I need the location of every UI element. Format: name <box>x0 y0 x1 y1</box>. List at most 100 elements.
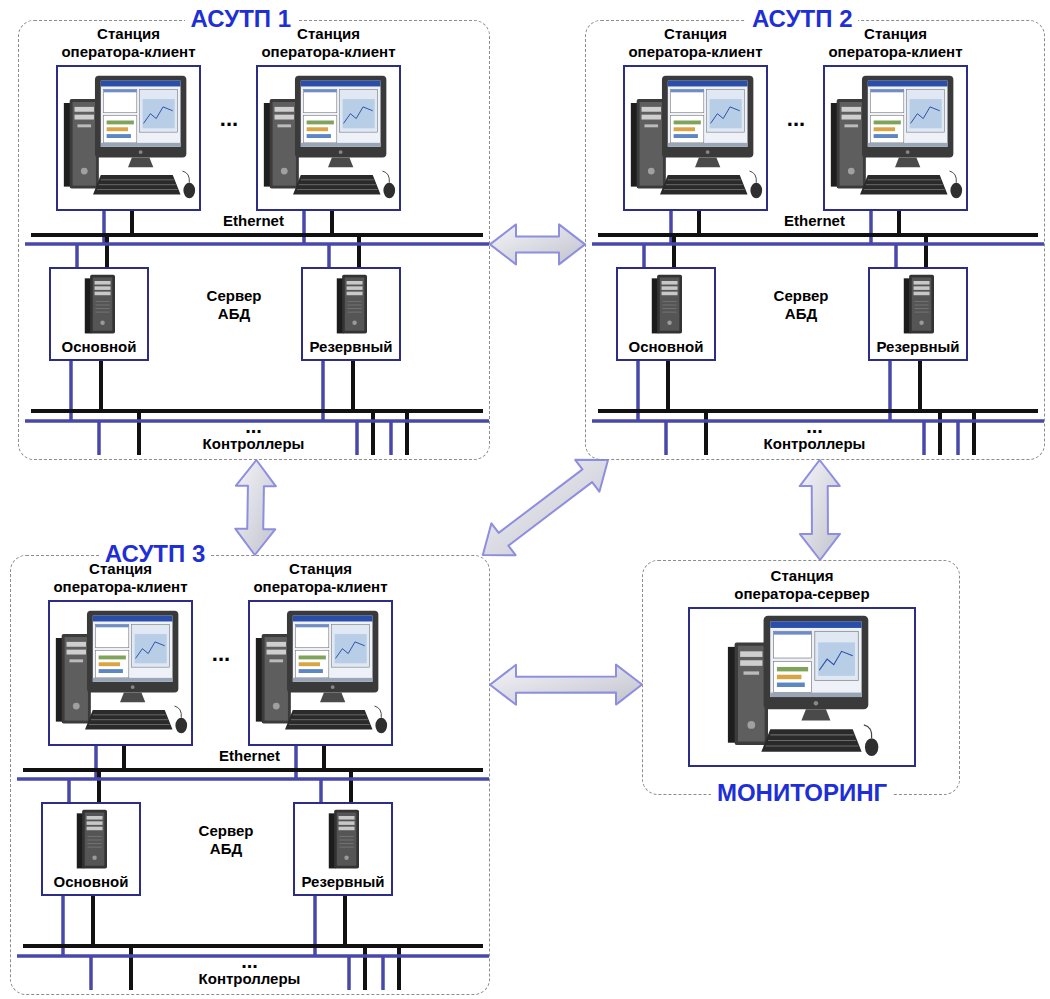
controller-drop <box>97 421 101 455</box>
floppy-slot <box>844 124 858 127</box>
power-button <box>747 721 755 729</box>
network-drop <box>897 211 901 235</box>
keyboard-keys <box>297 180 378 190</box>
drive-bay <box>87 827 103 831</box>
network-drop <box>330 211 334 235</box>
drive-bay <box>914 292 930 296</box>
keyboard-keys <box>97 180 178 190</box>
server-group-label: Сервер АБД <box>206 287 263 323</box>
workstation-icon <box>690 609 914 765</box>
screen-bar <box>777 667 808 671</box>
controller-bus <box>23 944 483 948</box>
server-label: Основной <box>629 338 704 359</box>
database-server: Основной <box>41 802 141 896</box>
tower-front <box>840 102 863 186</box>
power-button <box>273 703 280 710</box>
double-arrow <box>490 224 585 264</box>
network-drop <box>322 746 326 770</box>
monitor-stand <box>320 692 345 702</box>
monitor-screen <box>293 616 373 682</box>
network-label: Ethernet <box>784 212 845 230</box>
power-button <box>848 168 855 175</box>
drive-bay <box>347 281 363 285</box>
controller-drop <box>664 421 668 455</box>
keyboard-keys <box>864 180 945 190</box>
monitor-screen <box>668 81 748 147</box>
operator-station: Станция оператора-клиент <box>248 560 393 746</box>
screen-titlebar <box>101 81 181 87</box>
drive-bay <box>67 642 86 647</box>
controller-drop <box>956 421 960 455</box>
screen-taskbar <box>770 693 861 697</box>
system-region: АСУТП 3Станция оператора-клиентСтанция о… <box>10 555 490 995</box>
screen-chart <box>335 634 367 663</box>
power-button <box>281 168 288 175</box>
server-grille <box>662 301 676 312</box>
tower-case <box>837 99 866 188</box>
monitor-stand <box>120 692 145 702</box>
workstation-icon <box>258 67 399 209</box>
mouse-cable <box>182 171 189 183</box>
workstation-icon <box>58 67 199 209</box>
drive-bay <box>347 292 363 296</box>
monitor-stand <box>328 157 353 167</box>
tower-front <box>273 102 296 186</box>
monitor-logo <box>331 685 335 689</box>
workstation-icon <box>625 67 766 209</box>
drive-bay <box>275 115 294 120</box>
double-arrow <box>800 460 840 560</box>
label-holder: Сервер АБД <box>169 287 299 323</box>
screen-window <box>296 624 329 647</box>
screen-bar <box>99 662 120 666</box>
tower-case <box>735 642 768 745</box>
floppy-slot <box>644 124 658 127</box>
monitor-case <box>662 76 753 158</box>
mouse-cable <box>382 171 389 183</box>
server-case <box>82 810 107 869</box>
label-holder: Контроллеры <box>586 435 1043 453</box>
fieldbus-drop <box>91 896 95 946</box>
screen-bar <box>107 134 131 138</box>
tower-case <box>270 99 299 188</box>
station-heading: Станция оператора-клиент <box>627 25 764 61</box>
power-button <box>73 703 80 710</box>
controller-drop <box>371 411 375 455</box>
monitor-logo <box>814 701 818 705</box>
controller-drop <box>363 946 367 990</box>
screen-window-bar <box>104 89 137 92</box>
screen-taskbar <box>668 143 748 147</box>
screen-trend <box>819 651 852 670</box>
screen-window-bar <box>871 89 904 92</box>
screen-taskbar <box>293 678 373 682</box>
label-holder: ... <box>772 109 820 130</box>
screen-bar <box>299 669 323 673</box>
server-label: Резервный <box>876 338 959 359</box>
tower-front <box>640 102 663 186</box>
screen-bar <box>299 662 320 666</box>
drive-bay <box>914 286 930 290</box>
fieldbus-drop <box>666 361 670 411</box>
label-holder: ... <box>197 644 245 665</box>
drive-bay <box>67 650 86 655</box>
monitor-stand <box>695 157 720 167</box>
station-heading: Станция оператора-сервер <box>733 567 871 603</box>
label-holder: Контроллеры <box>19 435 488 453</box>
controller-drop <box>938 411 942 455</box>
floppy-slot <box>744 671 760 674</box>
fieldbus-drop <box>918 361 922 411</box>
monitor-case <box>95 76 186 158</box>
server-front <box>660 277 680 330</box>
drive-bay <box>662 286 678 290</box>
server-group-label: Сервер АБД <box>198 822 255 858</box>
mouse <box>865 738 878 756</box>
power-button <box>919 321 923 325</box>
screen-bar <box>307 120 334 124</box>
station-frame <box>256 65 401 211</box>
double-arrow <box>483 460 608 555</box>
screen-taskbar <box>301 143 381 147</box>
screen-taskbar <box>93 678 173 682</box>
server-front <box>912 277 932 330</box>
screen-titlebar <box>301 81 381 87</box>
controller-drop <box>355 421 359 455</box>
keyboard <box>660 175 748 194</box>
